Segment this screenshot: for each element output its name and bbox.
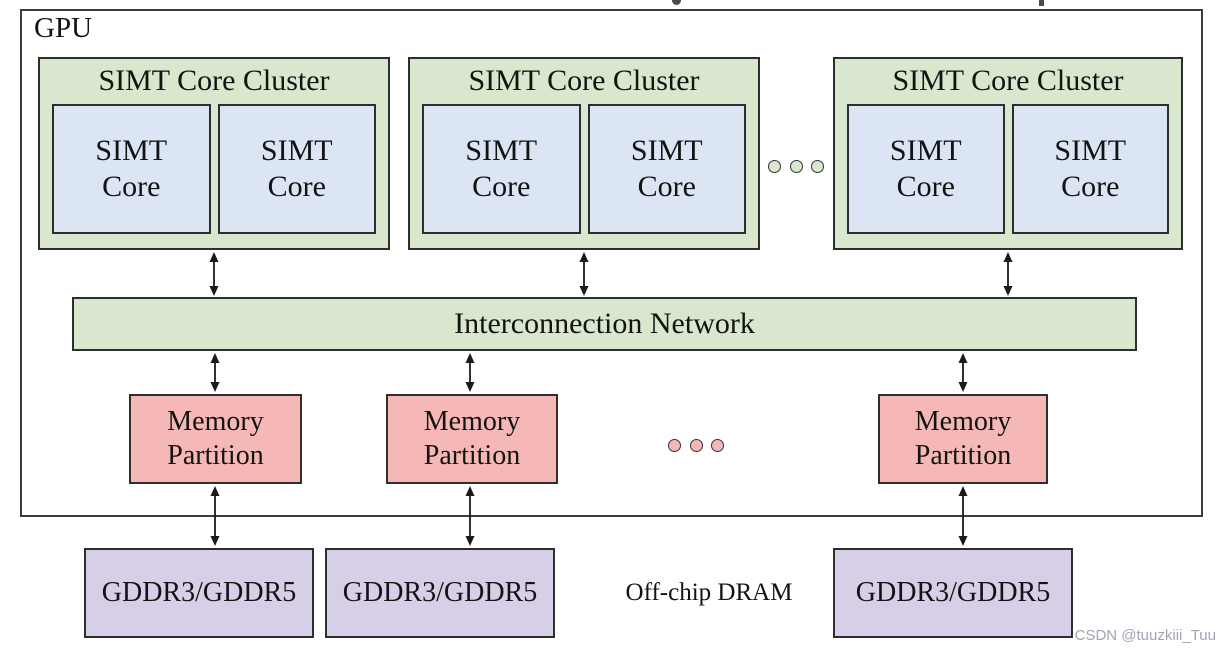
dot-icon [711, 439, 724, 452]
simt-core: SIMT Core [1011, 104, 1169, 234]
memory-partition-3: Memory Partition [878, 394, 1048, 484]
simt-core-cluster-3: SIMT Core Cluster SIMT Core SIMT Core [833, 57, 1183, 250]
memory-ellipsis-icon [668, 438, 724, 453]
cluster-title: SIMT Core Cluster [468, 64, 700, 97]
cores-row: SIMT Core SIMT Core [52, 104, 376, 234]
memory-partition-1: Memory Partition [129, 394, 302, 484]
simt-core: SIMT Core [422, 104, 581, 234]
cropped-caption-fragment [1039, 0, 1044, 6]
dot-icon [668, 439, 681, 452]
simt-core: SIMT Core [587, 104, 746, 234]
gpu-label: GPU [34, 12, 93, 44]
simt-core: SIMT Core [847, 104, 1005, 234]
dram-module-1: GDDR3/GDDR5 [84, 548, 314, 638]
dram-module-2: GDDR3/GDDR5 [325, 548, 555, 638]
cluster-title: SIMT Core Cluster [98, 64, 330, 97]
cluster-title: SIMT Core Cluster [892, 64, 1124, 97]
interconnection-network-bar: Interconnection Network [72, 297, 1137, 351]
simt-core: SIMT Core [217, 104, 376, 234]
memory-partition-2: Memory Partition [386, 394, 558, 484]
dot-icon [768, 160, 781, 173]
dot-icon [811, 160, 824, 173]
simt-core-cluster-1: SIMT Core Cluster SIMT Core SIMT Core [38, 57, 390, 250]
interconnection-network-label: Interconnection Network [454, 307, 755, 340]
cropped-caption-fragment [672, 0, 681, 5]
simt-core: SIMT Core [52, 104, 211, 234]
dot-icon [689, 439, 703, 452]
simt-core-cluster-2: SIMT Core Cluster SIMT Core SIMT Core [408, 57, 760, 250]
cores-row: SIMT Core SIMT Core [422, 104, 746, 234]
dram-module-3: GDDR3/GDDR5 [833, 548, 1073, 638]
offchip-dram-label: Off-chip DRAM [625, 579, 793, 606]
cores-row: SIMT Core SIMT Core [847, 104, 1169, 234]
cluster-ellipsis-icon [768, 159, 824, 174]
dot-icon [789, 160, 803, 173]
watermark: CSDN @tuuzkiii_Tuu [1074, 627, 1216, 644]
